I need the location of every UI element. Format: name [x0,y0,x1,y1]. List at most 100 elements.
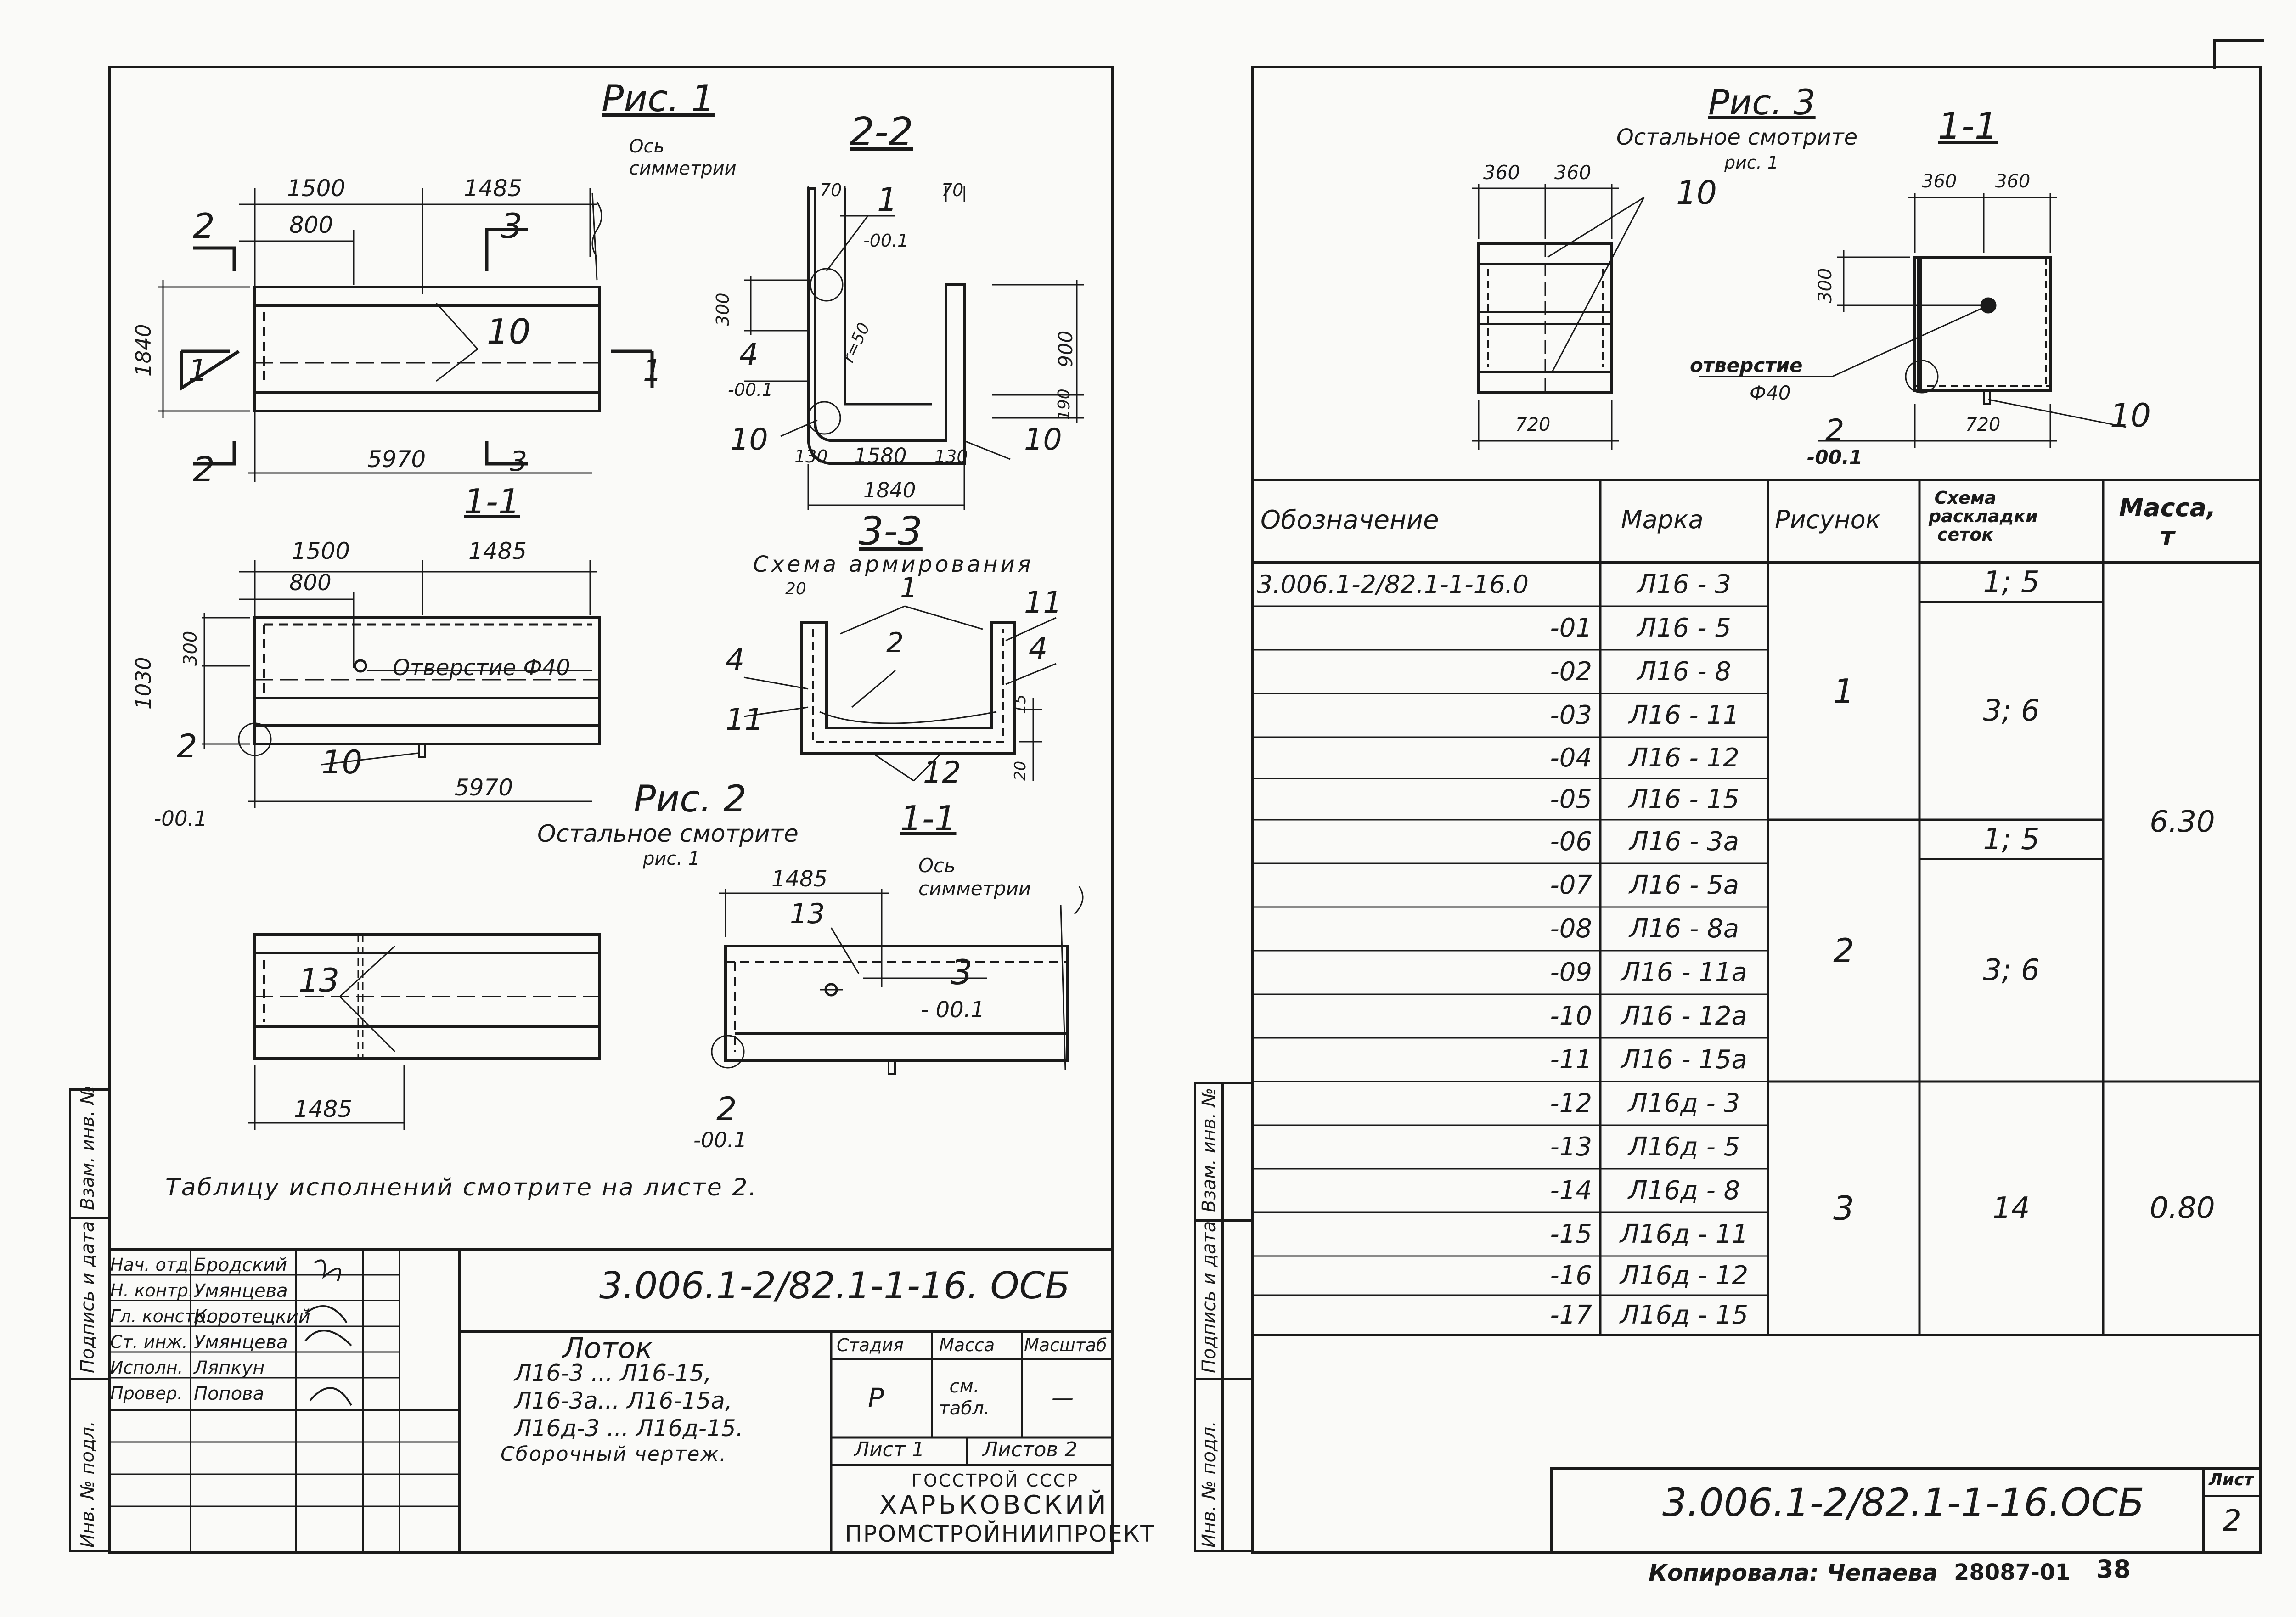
tb-role-2: Н. контр. [110,1280,194,1301]
plan-dim-5970: 5970 [455,774,513,801]
fig3-hole-size: Ф40 [1750,382,1791,404]
scheme-4: 3; 6 [1983,953,2040,987]
tb-col-stage: Стадия [837,1335,904,1355]
row-8-mark: Л16 - 8а [1629,914,1739,944]
th-scheme: Схема раскладки сеток [1929,488,2038,545]
tb-role-4: Ст. инж. [110,1332,188,1352]
tb-col-scale: Масштаб [1024,1335,1107,1355]
row-3-mark: Л16 - 11 [1629,700,1739,730]
fig1-cut-3-bottom: 3 [510,445,528,478]
left-title-block [108,1248,1114,1554]
tb-role-6: Провер. [110,1383,183,1403]
s33-callout-2: 2 [886,627,904,659]
fig3-dim-360d: 360 [1995,171,2031,192]
s22-dim-130a: 130 [794,446,828,467]
tb-name-6: Попова [194,1383,264,1404]
row-9-mark: Л16 - 11а [1621,958,1747,987]
plan-callout-10: 10 [321,744,363,781]
row-0-mark: Л16 - 3 [1637,569,1731,599]
s33-section-1-1: 1-1 [900,798,957,839]
row-7-mark: Л16 - 5а [1629,870,1739,900]
right-sheet-no: 2 [2223,1504,2241,1538]
tb-doc-code: 3.006.1-2/82.1-1-16. ОСБ [599,1264,1070,1307]
executions-table [1251,479,2262,1336]
row-6-mark: Л16 - 3а [1629,827,1739,856]
s33-callout-4-right: 4 [1029,631,1048,666]
left-side-stamp [69,1088,110,1552]
fig1-axis-label: Ось симметрии [629,136,737,179]
tb-org-1: ГОССТРОЙ СССР [912,1471,1079,1491]
fig2-dim-1485-right: 1485 [771,866,828,892]
fig2-title: Рис. 2 [634,778,747,820]
fig3-hole-label: отверстие [1690,354,1803,377]
top-right-corner-mark [2213,39,2264,69]
row-9-designation: -09 [1550,958,1592,987]
row-14-mark: Л16д - 8 [1628,1176,1740,1206]
fig2-callout-2: 2 [716,1090,737,1128]
s33-callout-11-left: 11 [726,703,764,737]
fig1-section-1-1: 1-1 [464,481,520,522]
s22-dim-1840: 1840 [863,478,916,502]
row-16-mark: Л16д - 12 [1620,1261,1749,1290]
row-0-designation: 3.006.1-2/82.1-1-16.0 [1257,570,1529,599]
tb-product-line-1: Л16-3 ... Л16-15, [514,1360,712,1386]
s22-dim-70b: 70 [941,180,964,200]
s22-callout-10-right: 10 [1024,423,1062,457]
fig1-cut-1-left: 1 [188,354,208,388]
fig1-callout-10: 10 [487,311,531,352]
tb-product-line-2: Л16-3а... Л16-15а, [514,1387,732,1414]
row-10-designation: -10 [1550,1001,1592,1031]
plan-dim-1485: 1485 [468,538,527,564]
right-sheet-label: Лист [2209,1471,2254,1489]
s33-callout-11-right: 11 [1024,586,1062,620]
row-17-designation: -17 [1550,1300,1592,1330]
row-10-mark: Л16 - 12а [1621,1001,1747,1031]
scheme-1: 1; 5 [1983,565,2040,599]
plan-callout-2: 2 [177,727,197,765]
fig1-dim-800: 800 [289,212,333,238]
fig2-dim-1485-left: 1485 [294,1096,353,1122]
row-5-designation: -05 [1550,784,1592,814]
row-6-designation: -06 [1550,827,1592,856]
row-12-designation: -12 [1550,1088,1592,1118]
tb-stage: Р [868,1382,884,1414]
tb-name-5: Ляпкун [194,1358,265,1379]
fig3-dim-300: 300 [1815,268,1836,303]
right-doc-code: 3.006.1-2/82.1-1-16.ОСБ [1662,1480,2144,1525]
row-13-designation: -13 [1550,1132,1592,1162]
fig-group-2: 2 [1833,931,1854,970]
fig3-subtitle: Остальное смотрите [1616,124,1858,150]
row-4-mark: Л16 - 12 [1629,743,1739,773]
s22-mark-top: -00.1 [863,231,909,251]
tb-name-1: Бродский [194,1255,287,1276]
row-14-designation: -14 [1550,1176,1592,1206]
row-17-mark: Л16д - 15 [1620,1300,1749,1330]
fig3-dim-720b: 720 [1965,414,2001,435]
tb-product-line-4: Сборочный чертеж. [501,1442,727,1466]
row-7-designation: -07 [1550,870,1592,900]
row-1-designation: -01 [1550,613,1592,643]
tb-org-3: ПРОМСТРОЙНИИПРОЕКТ [845,1521,1155,1547]
row-16-designation: -16 [1550,1261,1592,1290]
section-3-3-title: 3-3 [859,509,923,554]
footer-page: 38 [2096,1555,2131,1583]
fig3-callout-10a: 10 [1676,174,1717,212]
tb-role-1: Нач. отд. [110,1255,194,1275]
fig2-mark-2: -00.1 [693,1128,747,1152]
fig3-dim-360b: 360 [1554,161,1592,184]
plan-mark: -00.1 [154,806,208,831]
right-title-block [1550,1467,2262,1554]
fig-group-3: 3 [1833,1189,1854,1228]
footer-number: 28087-01 [1954,1560,2071,1585]
left-note: Таблицу исполнений смотрите на листе 2. [165,1174,758,1201]
tb-sheet: Лист 1 [854,1438,925,1461]
s22-callout-1: 1 [877,181,898,219]
fig2-axis-label: Ось симметрии [918,854,1031,900]
s22-mark-left: -00.1 [728,380,773,400]
th-mark: Марка [1621,505,1704,534]
fig-group-1: 1 [1833,672,1854,710]
row-11-mark: Л16 - 15а [1621,1045,1747,1075]
left-sheet-frame [108,66,1114,1554]
fig3-subtitle2: рис. 1 [1724,152,1779,173]
